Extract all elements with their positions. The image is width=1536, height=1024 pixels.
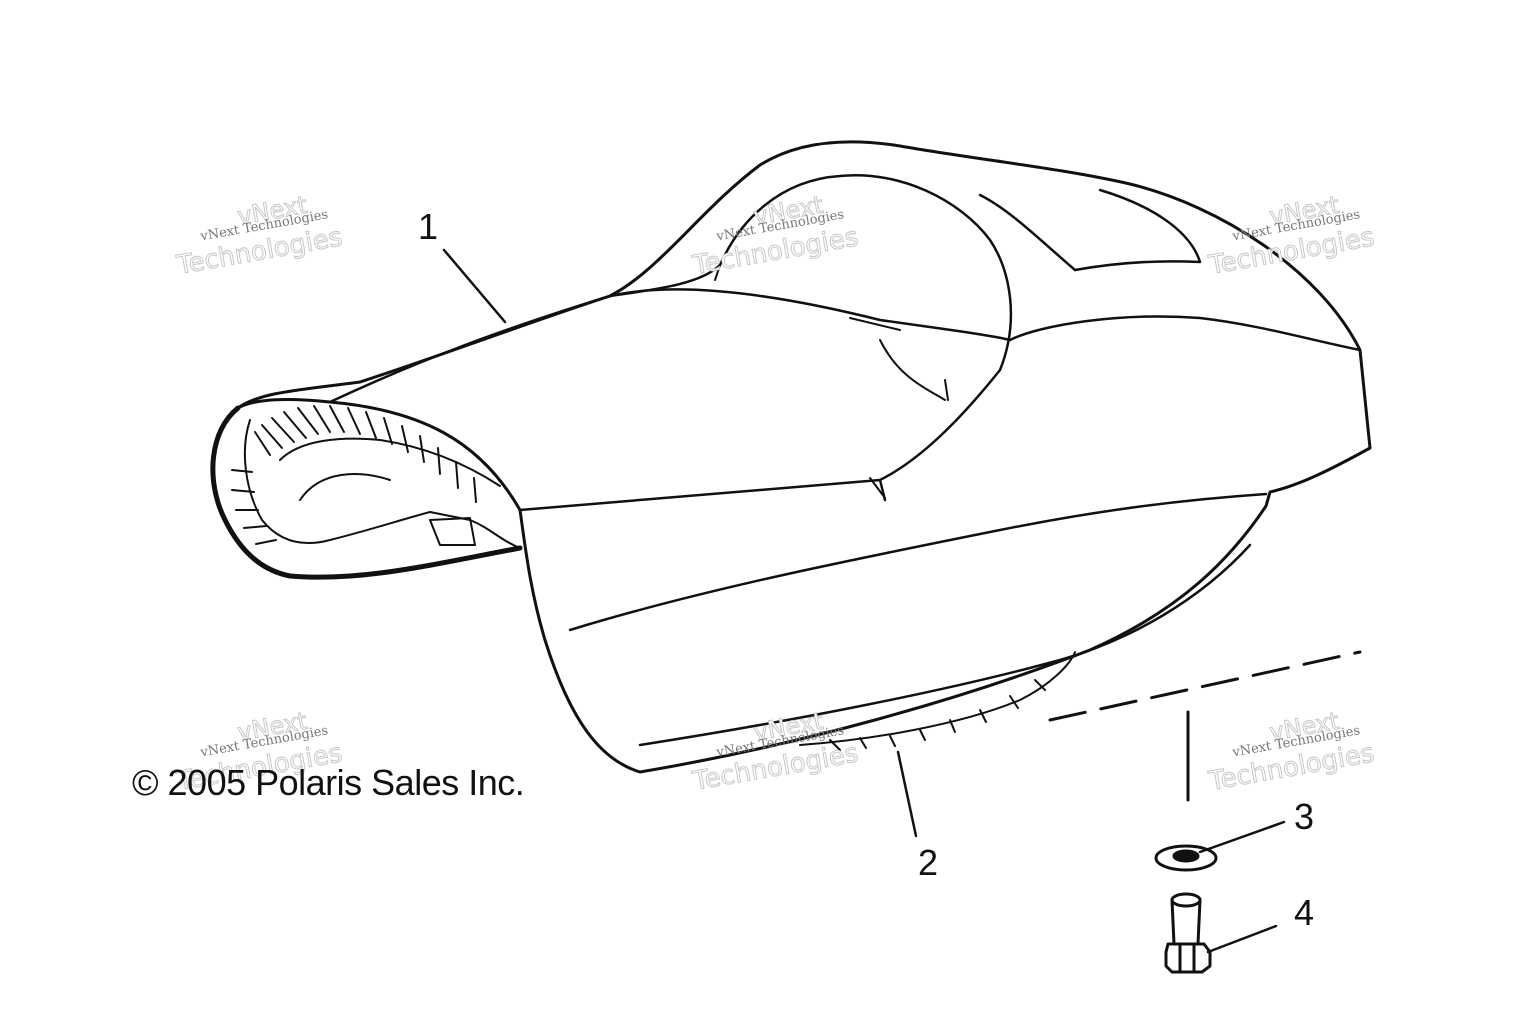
seat-side-line [568, 492, 1268, 632]
seat-base-pan-ribs [829, 679, 1046, 751]
leader-line-4 [1206, 924, 1278, 954]
leader-line-2 [896, 750, 918, 838]
seat-passenger-top [1008, 315, 1362, 352]
copyright-notice: © 2005 Polaris Sales Inc. [132, 762, 525, 803]
leader-line-3 [1198, 820, 1286, 854]
seat-front-ribs [231, 405, 477, 545]
mounting-dashed-line [1048, 650, 1362, 722]
seat-outline [236, 140, 1372, 774]
seat-front-inner [243, 419, 521, 549]
seat-front-cavity [210, 405, 523, 580]
bolt [1164, 892, 1212, 974]
seat-base-pan [799, 651, 1076, 746]
leader-line-1 [442, 248, 507, 324]
seat-rider-surface [518, 174, 1013, 512]
callout-3: 3 [1294, 796, 1315, 837]
callout-4: 4 [1294, 892, 1315, 933]
callout-2: 2 [918, 842, 939, 883]
washer [1154, 844, 1218, 872]
callout-1: 1 [418, 206, 439, 247]
